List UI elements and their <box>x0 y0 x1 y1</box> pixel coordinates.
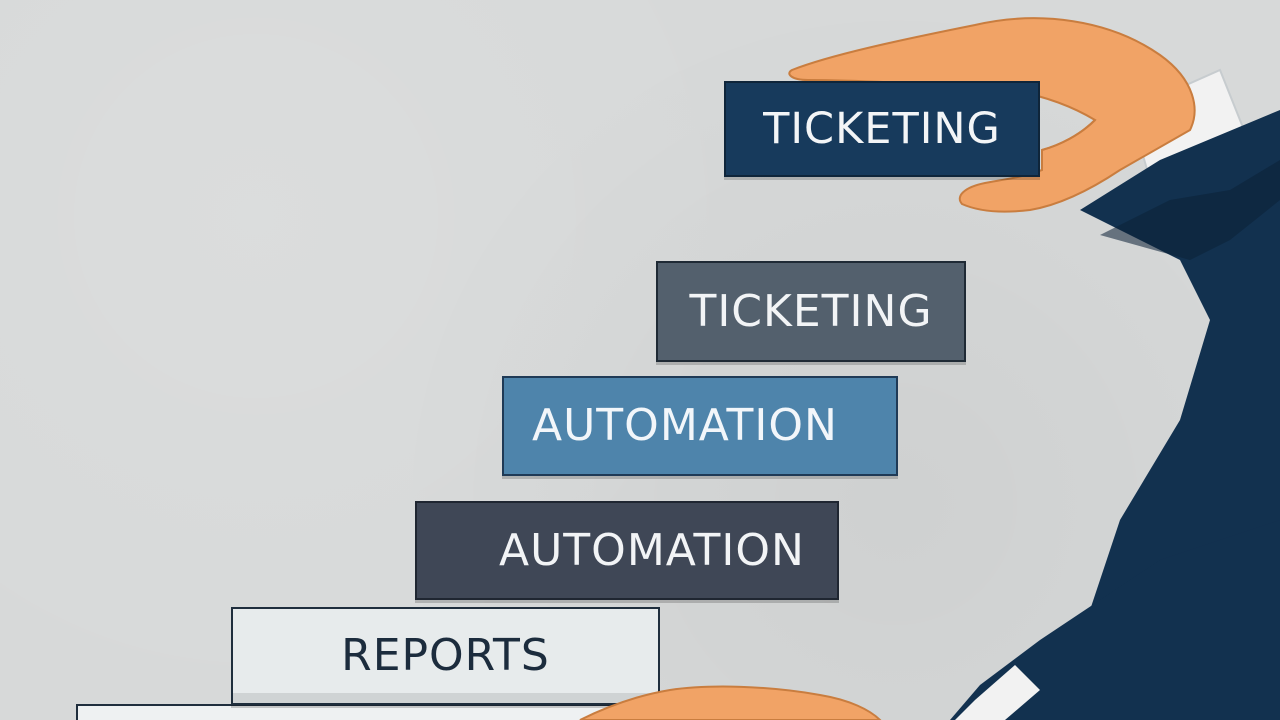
block-automation-upper-label: AUTOMATION <box>532 400 838 451</box>
block-reports: REPORTS <box>231 607 660 705</box>
block-reports-shadow <box>233 693 658 703</box>
block-ticketing-top-label: TICKETING <box>763 103 1001 154</box>
block-automation-upper: AUTOMATION <box>502 376 898 476</box>
block-reports-label: REPORTS <box>341 630 550 681</box>
block-ticketing-top: TICKETING <box>724 81 1040 177</box>
block-ticketing-lower-label: TICKETING <box>689 285 933 337</box>
block-automation-lower-label: AUTOMATION <box>499 524 805 576</box>
block-ticketing-lower: TICKETING <box>656 261 966 362</box>
block-automation-lower: AUTOMATION <box>415 501 839 600</box>
